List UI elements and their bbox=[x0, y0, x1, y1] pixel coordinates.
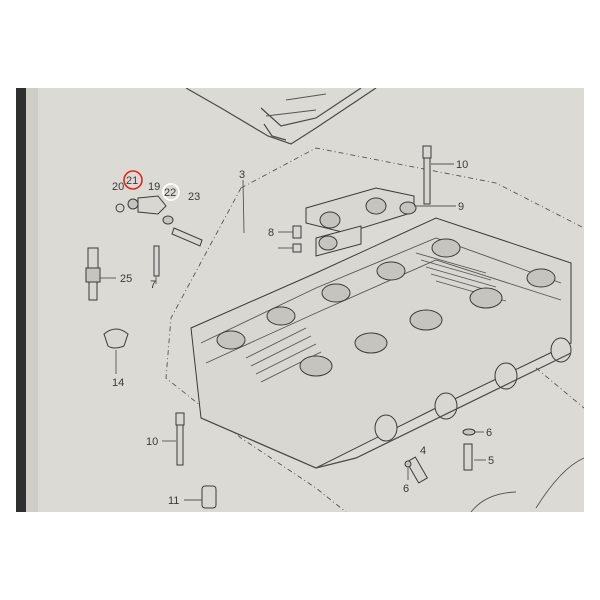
label-6-upper: 6 bbox=[486, 427, 492, 439]
label-6-lower: 6 bbox=[403, 483, 409, 495]
label-4: 4 bbox=[420, 445, 426, 457]
part-22-white-circle bbox=[162, 183, 180, 201]
tensioner-cluster bbox=[115, 195, 203, 247]
part-21-red-circle bbox=[123, 170, 143, 190]
label-14: 14 bbox=[112, 377, 124, 389]
label-9: 9 bbox=[458, 201, 464, 213]
label-5: 5 bbox=[488, 455, 494, 467]
bolt-10-bottom bbox=[162, 412, 185, 466]
label-8: 8 bbox=[268, 227, 274, 239]
label-25: 25 bbox=[120, 273, 132, 285]
paper-shadow bbox=[26, 88, 38, 512]
plug-14 bbox=[103, 328, 129, 374]
label-23: 23 bbox=[188, 191, 200, 203]
label-22: 22 bbox=[164, 187, 176, 199]
label-11: 11 bbox=[168, 495, 179, 507]
parts-4-5-6 bbox=[404, 428, 486, 484]
label-19: 19 bbox=[148, 181, 160, 193]
label-10-bottom: 10 bbox=[146, 436, 158, 448]
label-7: 7 bbox=[150, 279, 156, 291]
label-21: 21 bbox=[126, 175, 138, 187]
bolt-10-top bbox=[422, 145, 454, 205]
assembly-outline bbox=[240, 147, 584, 229]
cap-nut-11 bbox=[184, 485, 217, 509]
valve-cover-drawing bbox=[185, 88, 377, 145]
label-10-top: 10 bbox=[456, 159, 468, 171]
parts-diagram-photo: 20 21 19 22 23 3 10 9 8 25 7 14 10 11 6 … bbox=[16, 88, 584, 512]
stud-7 bbox=[153, 245, 160, 284]
spark-plug-25 bbox=[85, 247, 116, 301]
cylinder-head-block bbox=[190, 217, 572, 469]
label-20: 20 bbox=[112, 181, 124, 193]
camshaft-holder-9 bbox=[305, 187, 456, 257]
label-3: 3 bbox=[239, 169, 245, 181]
dowel-8 bbox=[278, 225, 302, 253]
left-binding-edge bbox=[16, 88, 26, 512]
